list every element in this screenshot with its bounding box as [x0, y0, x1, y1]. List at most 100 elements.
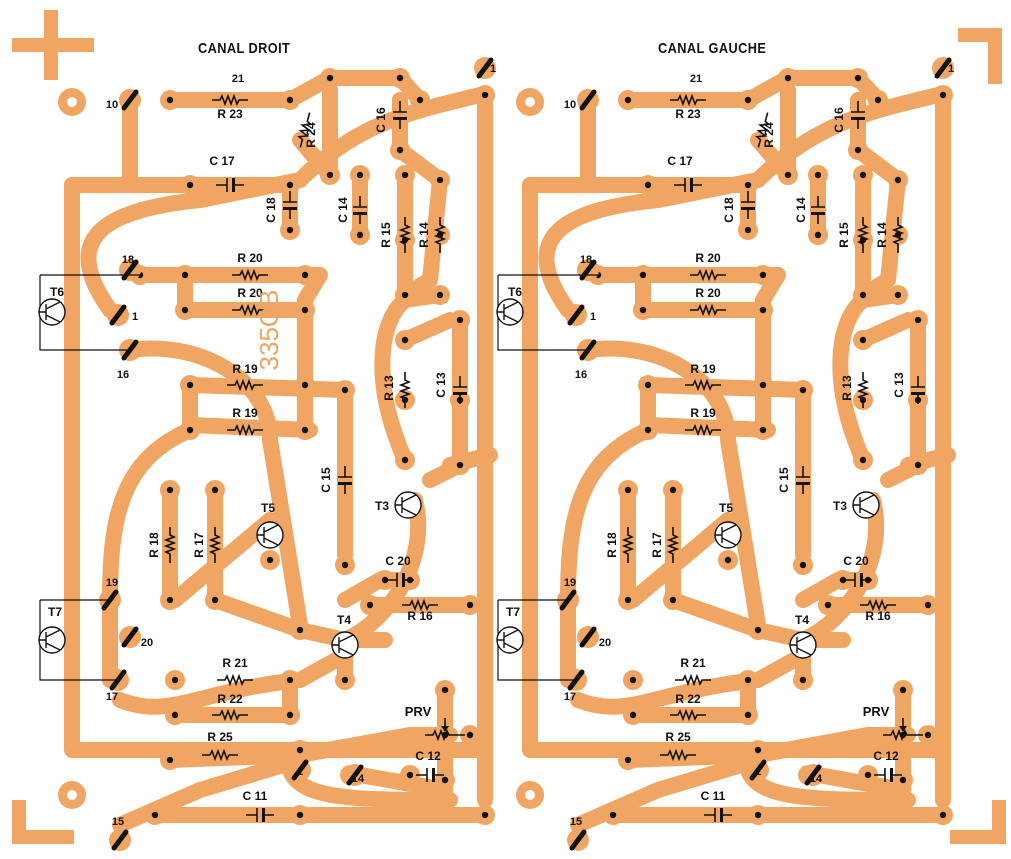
copper-trace	[590, 267, 786, 433]
capacitor-label: C 15	[777, 467, 791, 493]
title-canal-gauche: CANAL GAUCHE	[658, 40, 767, 57]
mounting-hole-center	[67, 97, 77, 107]
resistor-label: R 25	[207, 730, 233, 744]
capacitor-label: C 13	[434, 372, 448, 398]
resistor-symbol	[670, 93, 706, 107]
resistor-label: R 18	[147, 532, 161, 558]
drill-hole	[211, 486, 219, 494]
resistor-symbol	[675, 673, 711, 687]
pin-label: 16	[575, 369, 587, 381]
resistor-symbol	[690, 268, 726, 282]
drill-hole	[301, 271, 309, 279]
resistor-label: R 13	[382, 375, 396, 401]
connection-wire	[291, 759, 309, 781]
capacitor-symbol	[246, 808, 274, 822]
resistor-label: R 23	[675, 107, 701, 121]
drill-hole	[644, 426, 652, 434]
drill-hole	[629, 711, 637, 719]
drill-hole	[166, 596, 174, 604]
capacitor-label: C 13	[892, 372, 906, 398]
resistor-symbol	[163, 527, 177, 563]
resistor-symbol	[202, 748, 238, 762]
drill-hole	[759, 426, 767, 434]
drill-hole	[341, 676, 349, 684]
drill-hole	[854, 74, 862, 82]
drill-hole	[754, 746, 762, 754]
pin-label: 1	[755, 766, 761, 778]
drill-hole	[624, 596, 632, 604]
outline-wires	[497, 274, 598, 681]
drill-hole	[799, 386, 807, 394]
drill-hole	[356, 171, 364, 179]
connection-wire	[934, 57, 952, 79]
drill-hole	[624, 486, 632, 494]
resistor-symbol	[660, 748, 696, 762]
resistor-symbol	[621, 527, 635, 563]
drill-hole	[401, 336, 409, 344]
pin-label: 20	[599, 637, 611, 649]
resistor-label: R 19	[690, 406, 716, 420]
copper-trace	[665, 592, 811, 648]
capacitor-symbol	[393, 101, 407, 129]
resistor-symbol	[685, 423, 721, 437]
resistor-symbol	[232, 268, 268, 282]
drill-hole	[286, 181, 294, 189]
pin-label: 1	[297, 766, 303, 778]
pin-label: 1	[948, 63, 954, 75]
transistor-label: T3	[375, 499, 389, 513]
drill-hole	[166, 96, 174, 104]
pin-label: 14	[352, 773, 365, 785]
pin-label: 19	[564, 577, 576, 589]
capacitor-symbol	[844, 573, 872, 587]
drill-hole	[754, 811, 762, 819]
resistor-symbol	[208, 527, 222, 563]
capacitor-label: C 18	[722, 197, 736, 223]
resistor-symbol	[402, 598, 438, 612]
capacitor-symbol	[704, 808, 732, 822]
mounting-hole-center	[525, 790, 535, 800]
drill-hole	[466, 731, 474, 739]
transistor-symbol	[789, 631, 817, 659]
resistor-symbol	[670, 708, 706, 722]
drill-hole	[939, 91, 947, 99]
capacitor-symbol	[283, 191, 297, 219]
drill-hole	[456, 461, 464, 469]
drill-hole	[744, 181, 752, 189]
copper-trace	[374, 292, 413, 468]
resistor-label: R 14	[875, 222, 889, 248]
drill-hole	[754, 626, 762, 634]
capacitor-symbol	[338, 466, 352, 494]
drill-hole	[859, 171, 867, 179]
resistor-label: R 23	[217, 107, 243, 121]
pin-label: 14	[810, 773, 823, 785]
resistor-symbol	[212, 93, 248, 107]
resistor-label: R 20	[695, 286, 721, 300]
pin-label: 10	[564, 99, 576, 111]
pin-label: 1	[490, 63, 496, 75]
drill-hole	[401, 291, 409, 299]
copper-trace	[560, 422, 656, 608]
drill-hole	[366, 601, 374, 609]
drill-hole	[396, 74, 404, 82]
capacitor-label: C 11	[243, 789, 268, 803]
resistor-label: R 14	[417, 222, 431, 248]
outline-wires	[39, 274, 140, 681]
drill-hole	[859, 456, 867, 464]
drill-hole	[326, 171, 334, 179]
solder-pads	[557, 57, 954, 851]
drill-hole	[624, 756, 632, 764]
drill-hole	[624, 96, 632, 104]
connection-wire	[346, 764, 364, 786]
capacitor-label: C 17	[209, 154, 235, 168]
resistor-label: R 19	[232, 362, 258, 376]
resistor-label: R 22	[217, 692, 243, 706]
pin-label: 17	[106, 691, 118, 703]
connection-wire	[121, 626, 139, 648]
drill-hole	[939, 811, 947, 819]
potentiometer-prv	[425, 718, 465, 742]
resistor-label: R 20	[237, 286, 263, 300]
pin-label: 18	[122, 254, 134, 266]
resistor-symbol	[217, 673, 253, 687]
transistor-label: T3	[833, 499, 847, 513]
